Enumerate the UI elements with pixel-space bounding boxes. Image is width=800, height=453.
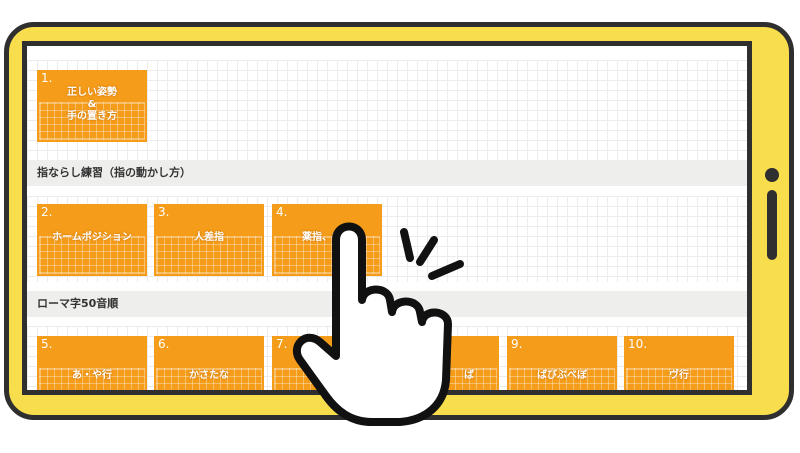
keyboard-graphic: [39, 236, 145, 274]
lesson-title: 正しい姿勢 & 手の置き方: [67, 87, 117, 122]
keyboard-graphic: [626, 368, 732, 390]
lesson-number: 3.: [158, 205, 170, 219]
tablet-side-button: [767, 190, 777, 260]
lesson-number: 2.: [41, 205, 53, 219]
lesson-title: ホームポジション: [52, 232, 132, 243]
section-header-finger-practice: 指ならし練習（指の動かし方）: [27, 160, 747, 186]
keyboard-graphic: [39, 102, 145, 140]
lesson-card-6[interactable]: 6. かさたな: [154, 336, 264, 390]
lesson-title: ば: [464, 370, 474, 381]
lesson-card-5[interactable]: 5. あ・や行: [37, 336, 147, 390]
tablet-camera-dot: [765, 168, 779, 182]
lesson-number: 4.: [276, 205, 288, 219]
keyboard-graphic: [509, 368, 615, 390]
lesson-title: かさたな: [189, 370, 229, 381]
lesson-title: 薬指、中指: [302, 232, 352, 243]
lesson-number: 9.: [511, 337, 523, 351]
lesson-title: あ・や行: [72, 370, 112, 381]
lesson-number: 10.: [628, 337, 648, 351]
lesson-card-8[interactable]: 8. ば: [389, 336, 499, 390]
lesson-card-7[interactable]: 7. は: [272, 336, 382, 390]
tablet-screen: 1. 正しい姿勢 & 手の置き方 指ならし練習（指の動かし方） 2. ホームポジ…: [22, 41, 752, 395]
lesson-number: 7.: [276, 337, 288, 351]
keyboard-graphic: [156, 368, 262, 390]
lesson-number: 5.: [41, 337, 53, 351]
lesson-card-9[interactable]: 9. ばびぶべぼ: [507, 336, 617, 390]
lesson-card-3[interactable]: 3. 人差指: [154, 204, 264, 276]
lesson-title: 人差指: [194, 232, 224, 243]
lesson-card-4[interactable]: 4. 薬指、中指: [272, 204, 382, 276]
keyboard-graphic: [39, 368, 145, 390]
lesson-title: は: [322, 370, 332, 381]
lesson-card-1[interactable]: 1. 正しい姿勢 & 手の置き方: [37, 70, 147, 142]
lesson-card-10[interactable]: 10. ヴ行: [624, 336, 734, 390]
lesson-number: 1.: [41, 71, 53, 85]
lesson-title: ばびぶべぼ: [537, 370, 587, 381]
lesson-number: 6.: [158, 337, 170, 351]
lesson-number: 8.: [393, 337, 405, 351]
lesson-card-2[interactable]: 2. ホームポジション: [37, 204, 147, 276]
lesson-grid-area: [27, 60, 747, 164]
keyboard-graphic: [156, 236, 262, 274]
lesson-title: ヴ行: [669, 370, 689, 381]
section-header-romaji-order: ローマ字50音順: [27, 291, 747, 317]
